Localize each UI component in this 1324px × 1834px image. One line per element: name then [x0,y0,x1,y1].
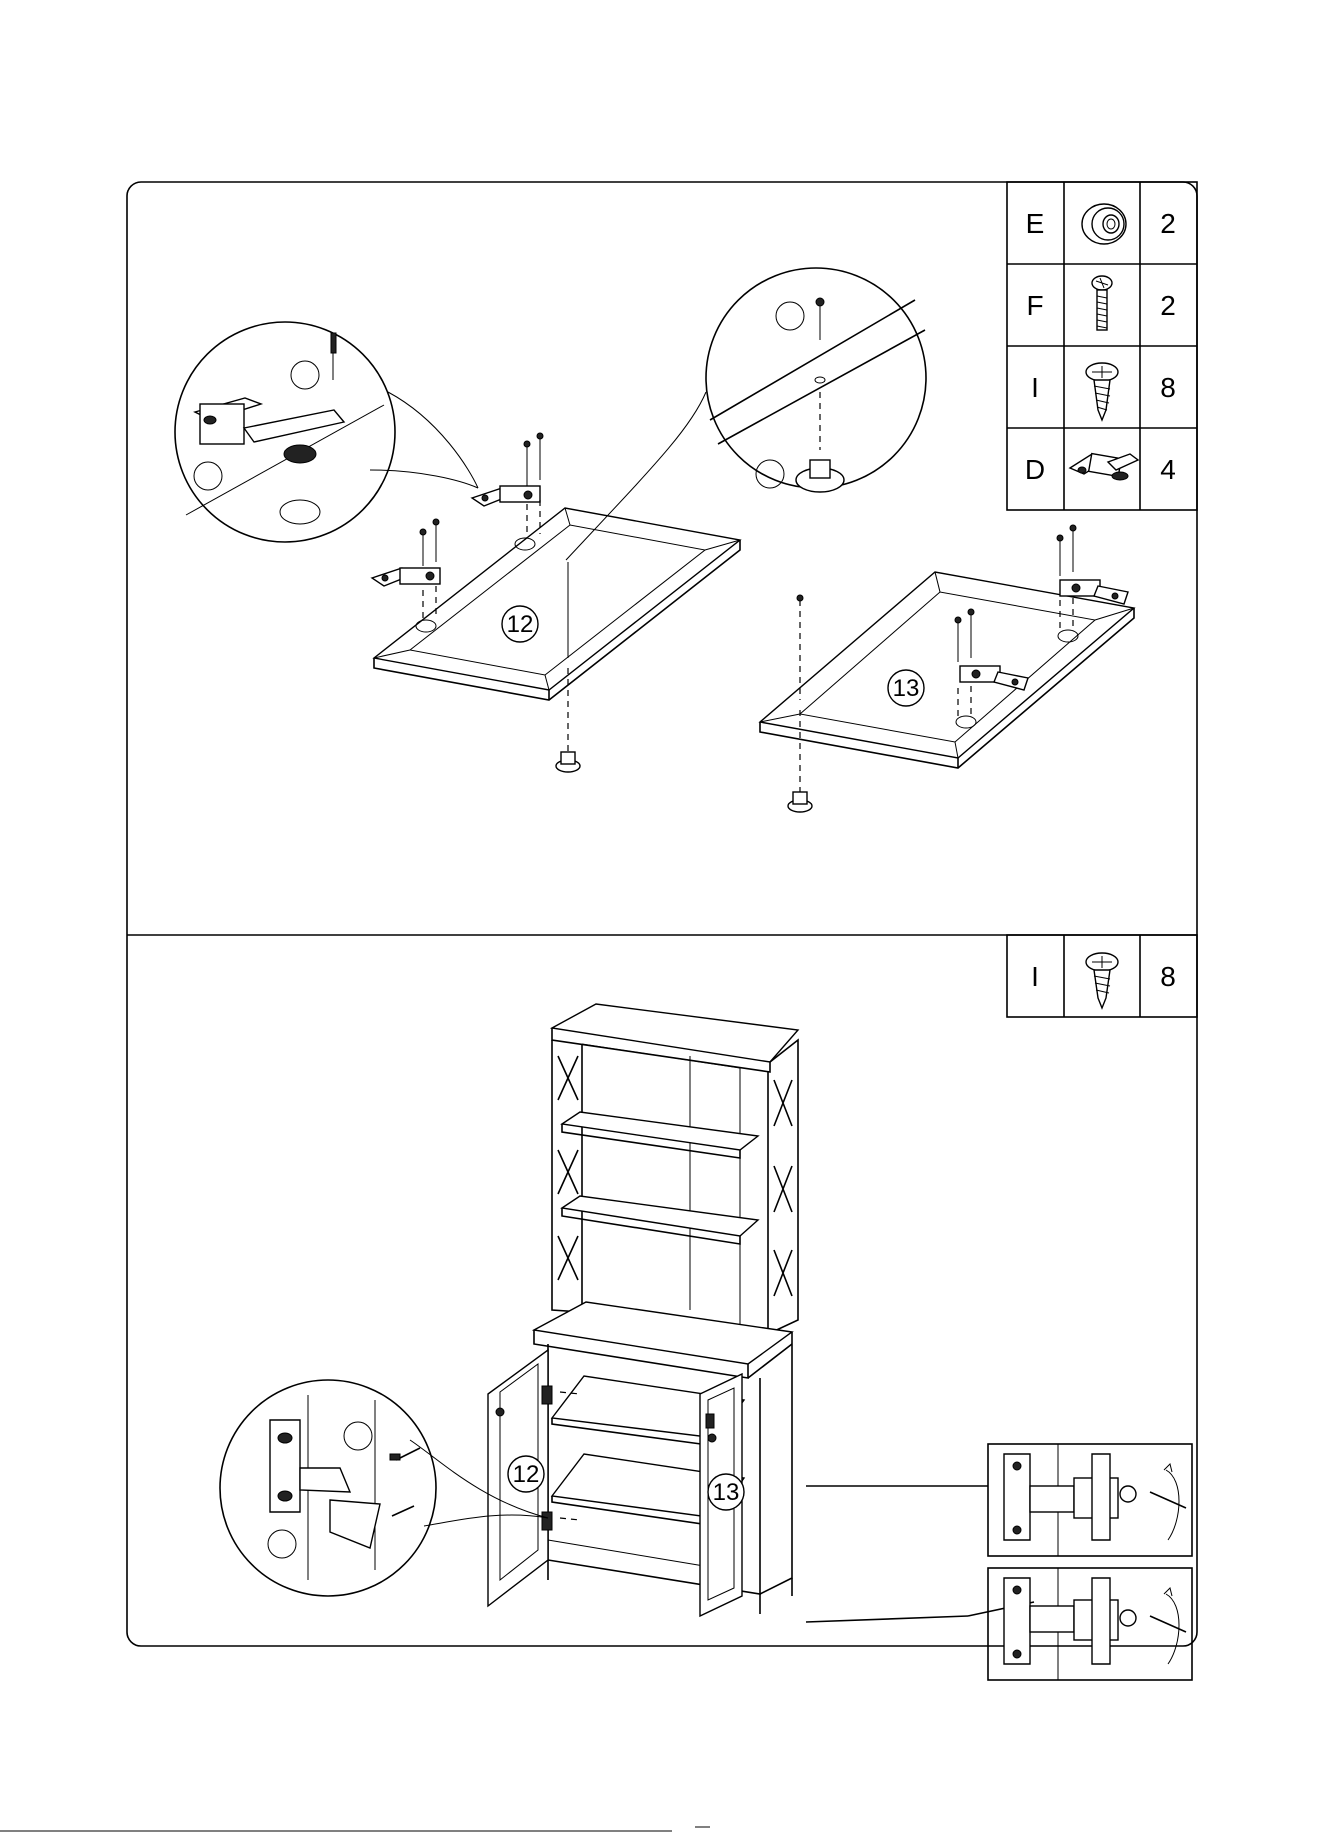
cabinet-assembly: 12 13 [488,1004,798,1616]
hinge-icon [372,568,440,586]
parts-qty-i-bottom: 8 [1160,961,1176,992]
parts-qty-i: 8 [1160,372,1176,403]
cabinet-door-12-label: 12 [513,1461,540,1488]
parts-qty-f: 2 [1160,290,1176,321]
knob-detail-callout [566,268,926,560]
hinge-icon [472,486,540,506]
door-panel-13: 13 [760,525,1134,812]
door-12-label: 12 [507,611,534,638]
door-13-label: 13 [893,675,920,702]
hinge-adjustment-detail-1 [806,1444,1192,1556]
parts-code-e: E [1026,208,1045,239]
cabinet-door-13-label: 13 [713,1479,740,1506]
parts-qty-d: 4 [1160,454,1176,485]
parts-code-i-bottom: I [1031,961,1039,992]
hinge-detail-callout [175,322,478,542]
parts-qty-e: 2 [1160,208,1176,239]
parts-code-d: D [1025,454,1045,485]
step1-diagram: 12 [175,268,1134,812]
parts-table-top: E F I D 2 2 8 4 [1007,182,1197,510]
parts-code-i: I [1031,372,1039,403]
wood-screw-icon [1086,953,1118,1008]
parts-code-f: F [1026,290,1043,321]
door-panel-12: 12 [372,433,740,772]
hinge-icon [1070,454,1138,480]
hinge-adjustment-detail-2 [806,1568,1192,1680]
bolt-screw-icon [1092,276,1112,330]
wood-screw-icon [1086,363,1118,420]
knob-icon [1082,204,1126,244]
parts-table-bottom: I 8 [1007,935,1197,1017]
